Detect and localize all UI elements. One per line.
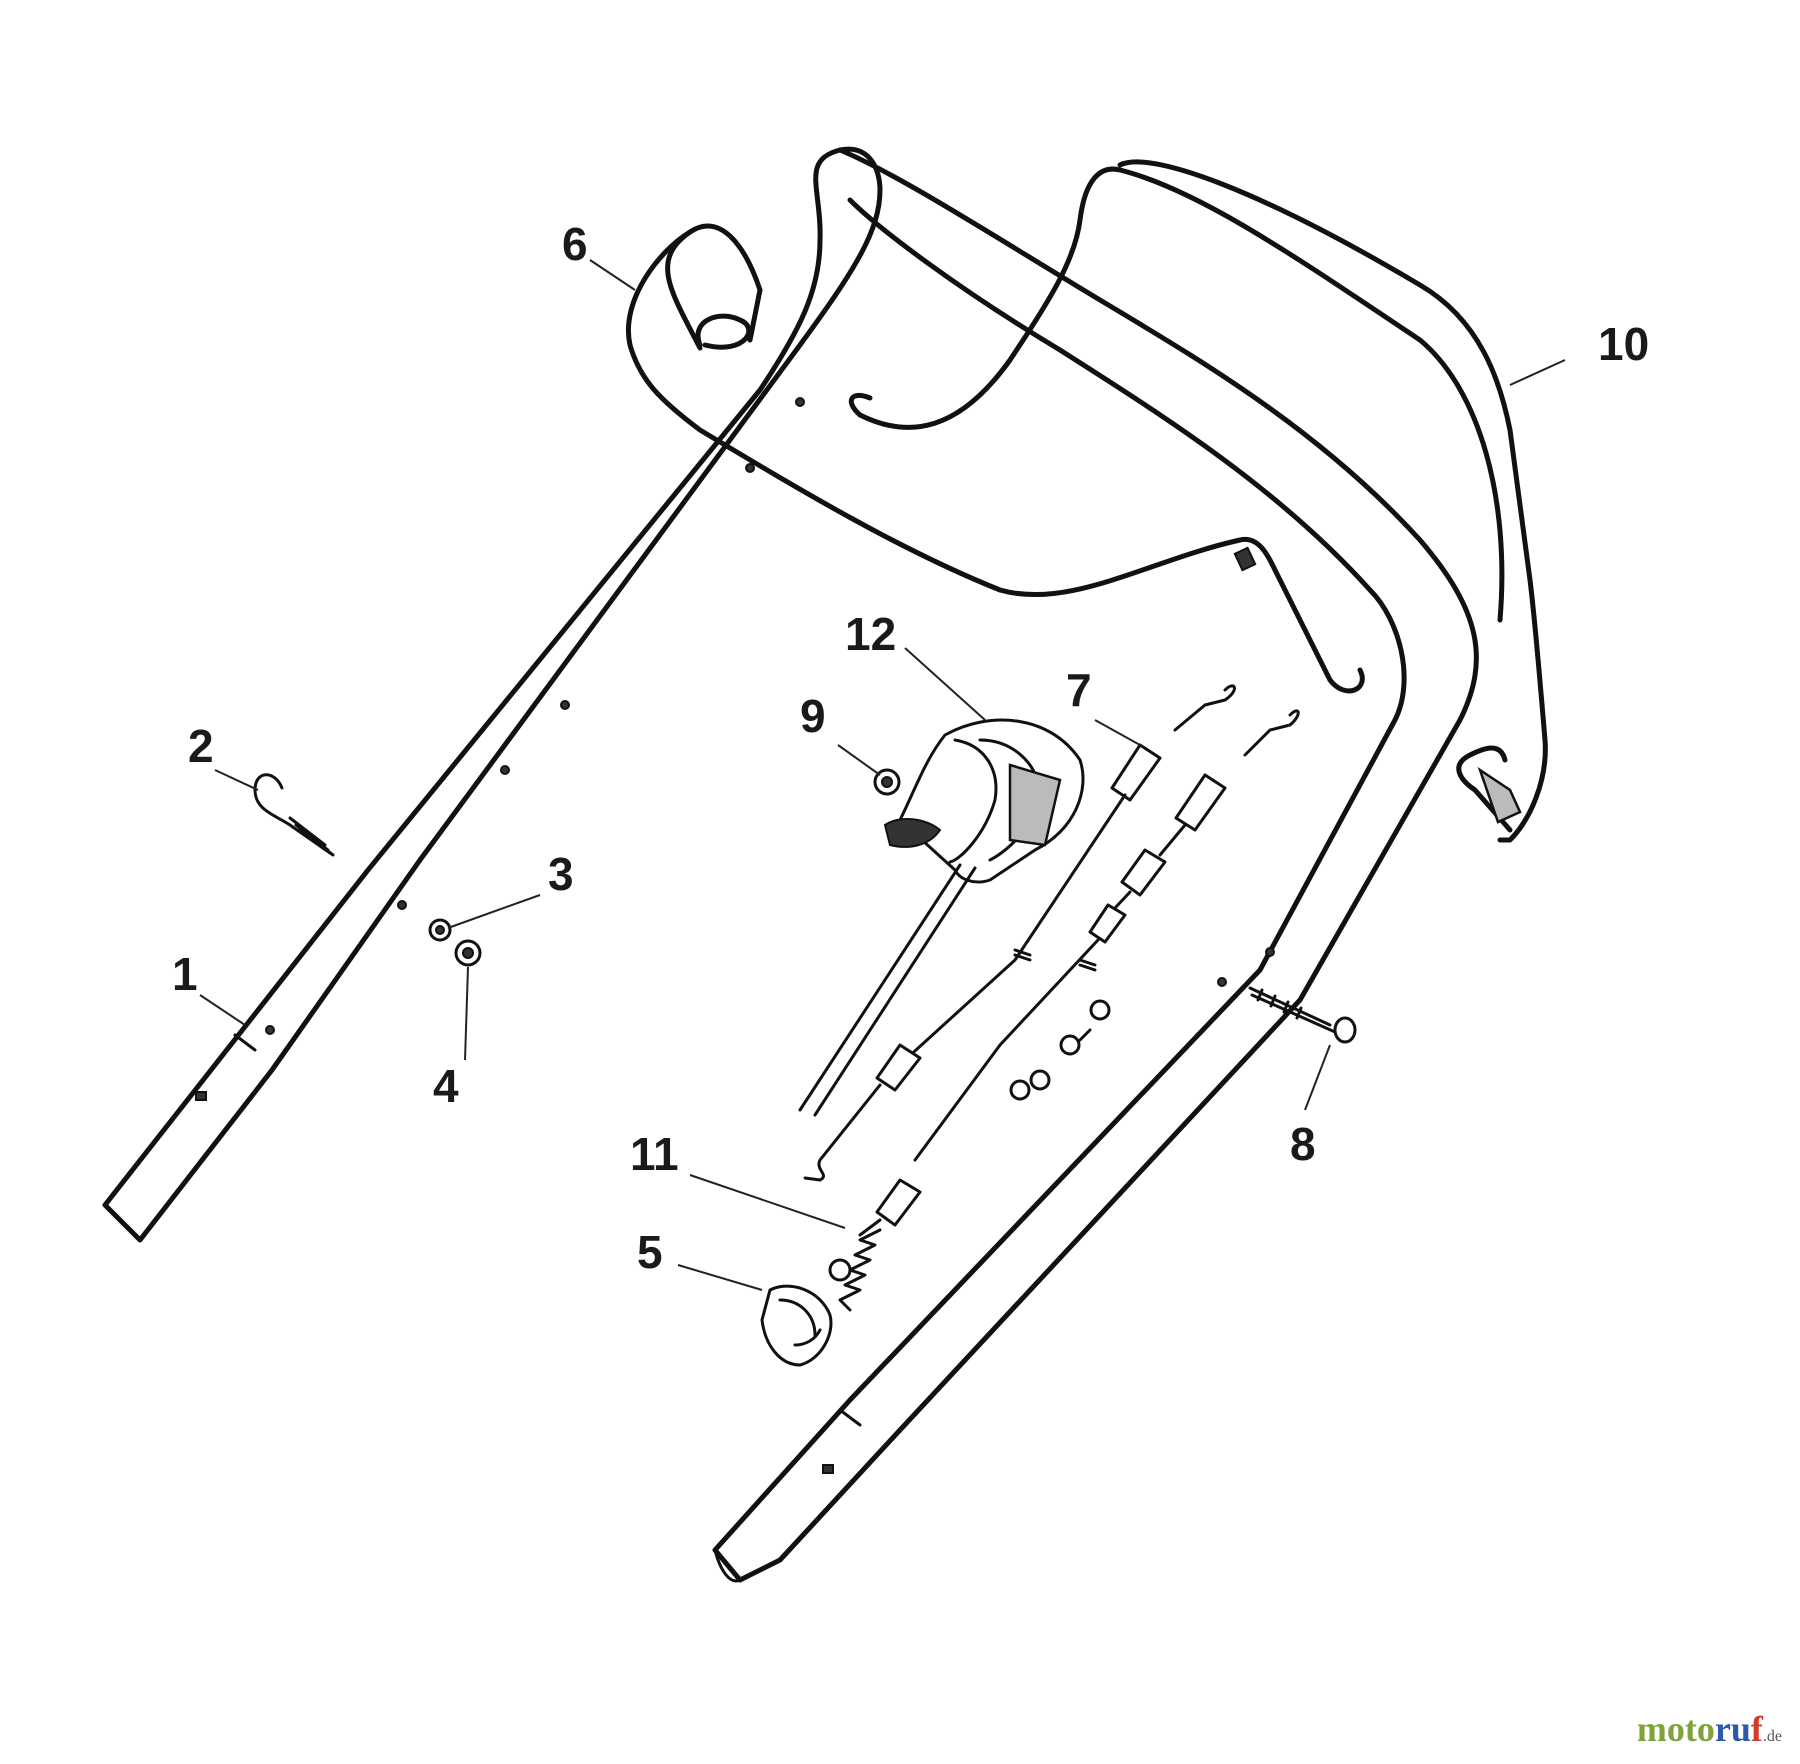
watermark-logo: motoruf.de <box>1637 1708 1782 1750</box>
label-part-3: 3 <box>548 848 574 900</box>
part-labels: 1 2 3 4 5 6 7 8 9 10 11 12 <box>172 218 1649 1278</box>
cable-clip-5 <box>760 1284 833 1367</box>
watermark-suffix: .de <box>1762 1728 1782 1745</box>
bag-hook-rod <box>626 166 1505 694</box>
spring-11 <box>828 1228 882 1312</box>
throttle-lever <box>798 718 1085 1117</box>
label-part-4: 4 <box>433 1060 459 1112</box>
watermark-brand-a: moto <box>1636 1709 1715 1749</box>
nut-9 <box>873 768 901 796</box>
handle-frame <box>102 146 1479 1583</box>
label-part-5: 5 <box>637 1226 663 1278</box>
label-part-2: 2 <box>188 720 214 772</box>
label-part-9: 9 <box>800 690 826 742</box>
watermark-brand-c: f <box>1750 1709 1763 1749</box>
leader-lines <box>199 259 1566 1291</box>
label-part-11: 11 <box>630 1128 679 1180</box>
nut-4 <box>454 939 482 967</box>
label-part-8: 8 <box>1290 1118 1316 1170</box>
control-cables <box>803 684 1300 1237</box>
label-part-7: 7 <box>1066 664 1092 716</box>
label-part-12: 12 <box>845 608 896 660</box>
watermark-brand-b: ru <box>1714 1709 1751 1749</box>
control-bail <box>1117 159 1548 843</box>
label-part-10: 10 <box>1598 318 1649 370</box>
washers <box>1009 999 1111 1101</box>
washer-3 <box>428 918 452 942</box>
bolt-8 <box>1248 986 1357 1044</box>
label-part-6: 6 <box>562 218 588 270</box>
hook-bolt-2 <box>253 773 335 857</box>
label-part-1: 1 <box>172 948 198 1000</box>
